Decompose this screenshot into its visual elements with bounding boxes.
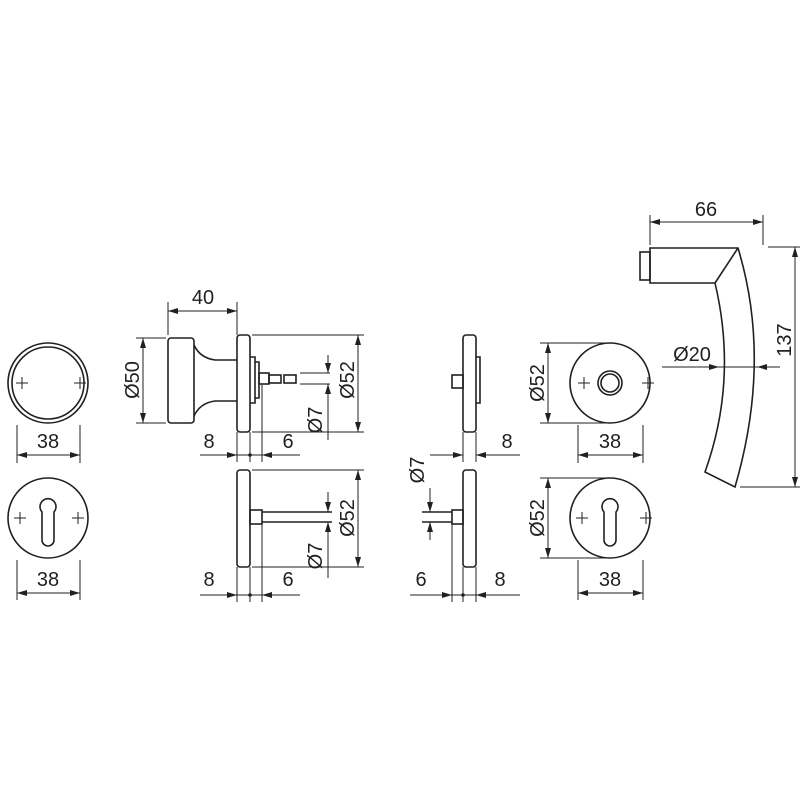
rosette-round-right: Ø52 38 (527, 342, 654, 463)
dim-length: 137 (774, 323, 796, 356)
dim-spindle-diameter: Ø7 (305, 407, 327, 434)
dim-diameter: Ø52 (527, 364, 549, 402)
dim-offset: 6 (282, 431, 293, 453)
dim-projection: 66 (695, 199, 717, 221)
dim-width: 38 (37, 431, 59, 453)
rosette-round-top-left: 38 (7, 342, 89, 463)
lever-handle: 66 Ø20 137 (639, 199, 800, 489)
rosette-keyhole-right: Ø52 38 (527, 477, 652, 600)
dim-knob-diameter: Ø50 (122, 361, 144, 399)
dim-length: 40 (192, 287, 214, 309)
rosette-side-center-top: 8 (430, 334, 520, 462)
rosette-side-left: Ø52 Ø7 8 6 (200, 469, 364, 602)
dim-thickness: 8 (203, 431, 214, 453)
rosette-keyhole-left: 38 (7, 477, 89, 600)
dim-width: 38 (599, 569, 621, 591)
dim-grip-diameter: Ø20 (673, 344, 711, 366)
dim-offset: 6 (415, 569, 426, 591)
rosette-side-center-bottom: Ø7 6 8 (407, 457, 520, 602)
dim-diameter: Ø52 (527, 499, 549, 537)
dim-rosette-diameter: Ø52 (337, 499, 359, 537)
dim-spindle-diameter: Ø7 (305, 543, 327, 570)
dim-offset: 6 (282, 569, 293, 591)
dim-width: 38 (599, 431, 621, 453)
dim-thickness: 8 (203, 569, 214, 591)
dim-rosette-diameter: Ø52 (337, 361, 359, 399)
dim-width: 38 (37, 569, 59, 591)
knob-side-view: 40 Ø50 Ø52 Ø7 8 6 (122, 287, 364, 462)
dim-spindle-diameter: Ø7 (407, 457, 429, 484)
dim-thickness: 8 (494, 569, 505, 591)
dim-thickness: 8 (501, 431, 512, 453)
